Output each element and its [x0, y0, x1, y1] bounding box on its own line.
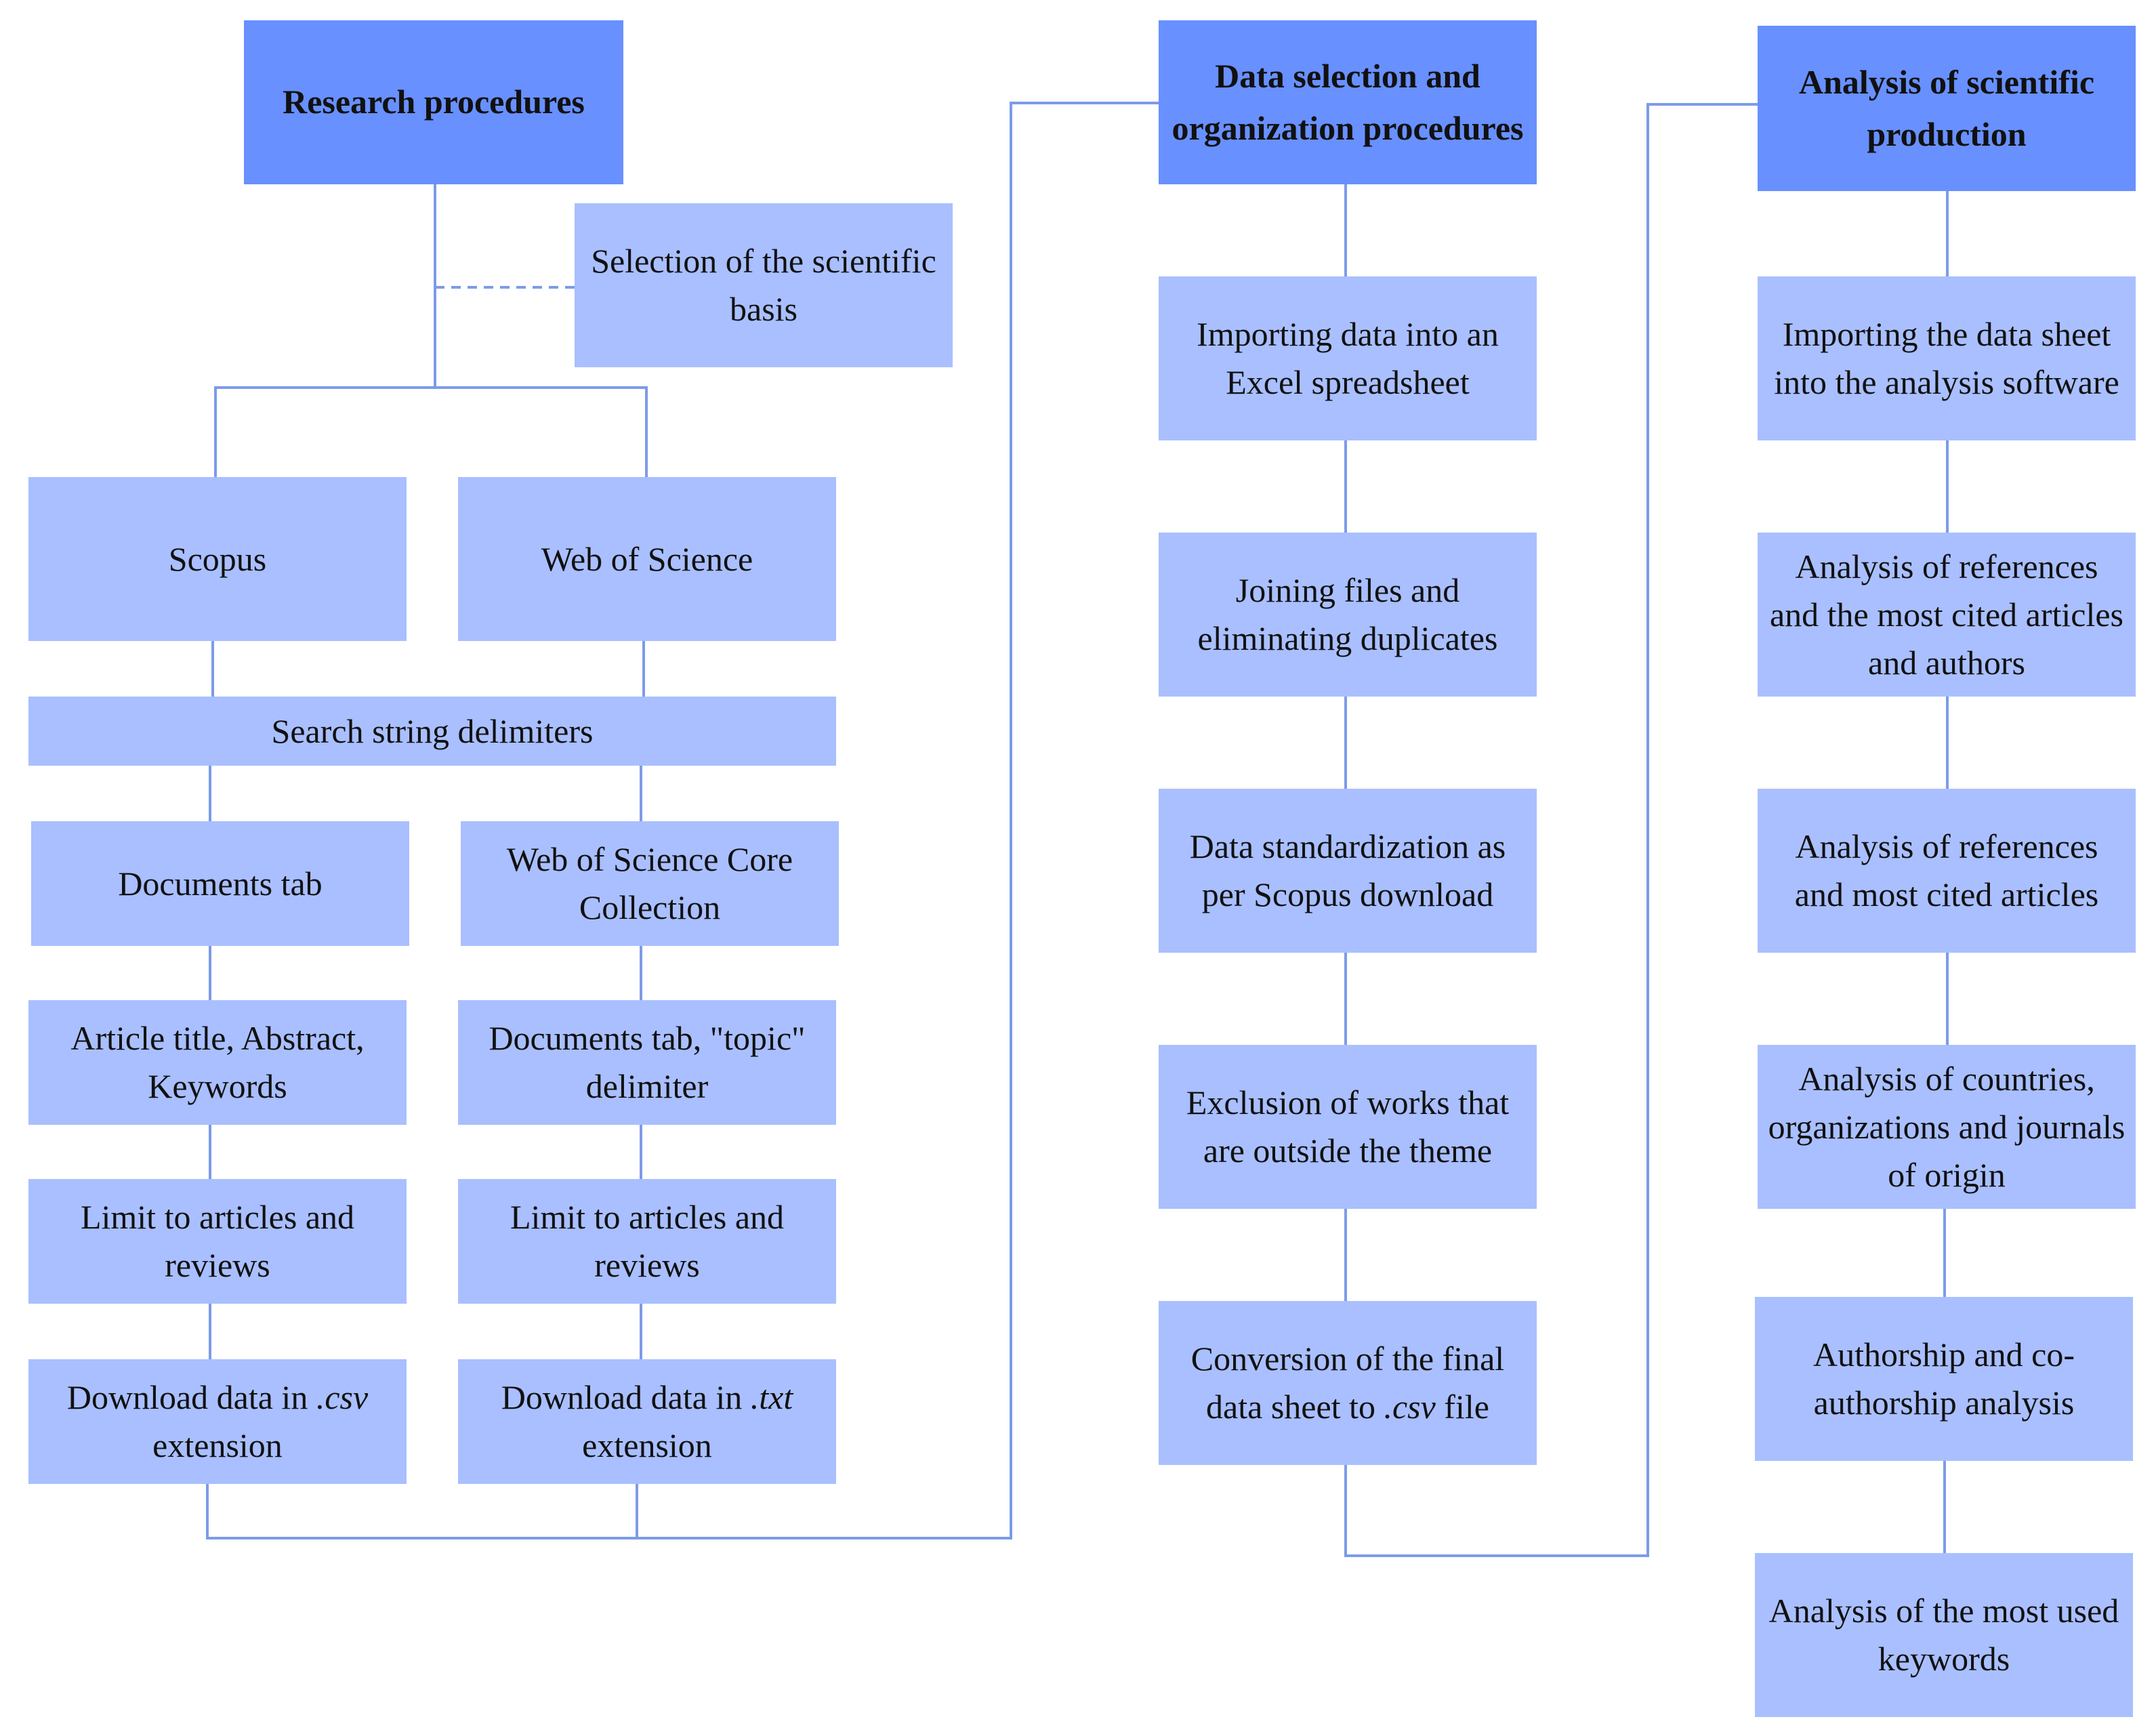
wos-download-prefix: Download data in: [501, 1378, 751, 1416]
countries-organizations-box: Analysis of countries, organizations and…: [1758, 1045, 2136, 1209]
scopus-search-fields-box: Article title, Abstract, Keywords: [28, 1000, 407, 1125]
import-analysis-software-text: Importing the data sheet into the analys…: [1774, 315, 2119, 401]
standardization-text: Data standardization as per Scopus downl…: [1189, 827, 1506, 913]
authorship-text: Authorship and co-authorship analysis: [1812, 1336, 2075, 1422]
data-selection-header: Data selection and organization procedur…: [1159, 20, 1537, 184]
import-analysis-software-box: Importing the data sheet into the analys…: [1758, 276, 2136, 440]
scopus-download-suffix: extension: [152, 1426, 283, 1464]
import-excel-box: Importing data into an Excel spreadsheet: [1159, 276, 1537, 440]
scopus-limit-box: Limit to articles and reviews: [28, 1179, 407, 1304]
analysis-header: Analysis of scientific production: [1758, 26, 2136, 191]
join-files-text: Joining files and eliminating duplicates: [1197, 571, 1498, 657]
selection-of-scientific-basis-box: Selection of the scientific basis: [575, 203, 953, 367]
scopus-download-box: Download data in .csv extension: [28, 1359, 407, 1484]
standardization-box: Data standardization as per Scopus downl…: [1159, 789, 1537, 953]
wos-download-ext: .txt: [750, 1378, 793, 1416]
keywords-text: Analysis of the most used keywords: [1768, 1592, 2119, 1678]
research-procedures-header-text: Research procedures: [283, 83, 585, 121]
references-articles-text: Analysis of references and most cited ar…: [1794, 827, 2099, 913]
research-procedures-header: Research procedures: [244, 20, 623, 184]
scopus-limit-text: Limit to articles and reviews: [80, 1198, 355, 1284]
conversion-text: Conversion of the final data sheet to .c…: [1168, 1335, 1527, 1431]
import-excel-text: Importing data into an Excel spreadsheet: [1197, 315, 1499, 401]
wos-download-suffix: extension: [582, 1426, 712, 1464]
countries-organizations-text: Analysis of countries, organizations and…: [1768, 1059, 2126, 1194]
scopus-documents-tab-text: Documents tab: [118, 864, 323, 903]
search-string-delimiters-text: Search string delimiters: [271, 711, 594, 750]
scopus-download-prefix: Download data in: [66, 1378, 316, 1416]
scopus-search-fields-text: Article title, Abstract, Keywords: [70, 1019, 365, 1105]
references-articles-box: Analysis of references and most cited ar…: [1758, 789, 2136, 953]
scopus-download-ext: .csv: [316, 1378, 369, 1416]
keywords-box: Analysis of the most used keywords: [1755, 1553, 2133, 1717]
conversion-suffix: file: [1435, 1388, 1489, 1426]
scopus-documents-tab-box: Documents tab: [31, 821, 409, 946]
wos-core-collection-text: Web of Science Core Collection: [506, 840, 793, 926]
conversion-prefix: Conversion of the final data sheet to: [1190, 1340, 1505, 1426]
analysis-header-text: Analysis of scientific production: [1798, 62, 2095, 154]
data-selection-header-text: Data selection and organization procedur…: [1172, 56, 1524, 148]
wos-topic-delimiter-box: Documents tab, "topic" delimiter: [458, 1000, 836, 1125]
scopus-box: Scopus: [28, 477, 407, 641]
wos-topic-delimiter-text: Documents tab, "topic" delimiter: [489, 1019, 806, 1105]
conversion-box: Conversion of the final data sheet to .c…: [1159, 1301, 1537, 1465]
exclusion-box: Exclusion of works that are outside the …: [1159, 1045, 1537, 1209]
web-of-science-box: Web of Science: [458, 477, 836, 641]
scopus-text: Scopus: [168, 539, 267, 578]
references-authors-text: Analysis of references and the most cite…: [1769, 547, 2124, 682]
authorship-box: Authorship and co-authorship analysis: [1755, 1297, 2133, 1461]
wos-limit-text: Limit to articles and reviews: [510, 1198, 785, 1284]
search-string-delimiters-box: Search string delimiters: [28, 697, 836, 766]
scopus-download-text: Download data in .csv extension: [38, 1373, 397, 1470]
conversion-ext: .csv: [1384, 1388, 1436, 1426]
web-of-science-text: Web of Science: [541, 539, 753, 578]
references-authors-box: Analysis of references and the most cite…: [1758, 533, 2136, 697]
selection-of-scientific-basis-text: Selection of the scientific basis: [591, 242, 936, 328]
wos-download-box: Download data in .txt extension: [458, 1359, 836, 1484]
wos-core-collection-box: Web of Science Core Collection: [461, 821, 839, 946]
wos-download-text: Download data in .txt extension: [468, 1373, 827, 1470]
exclusion-text: Exclusion of works that are outside the …: [1186, 1083, 1510, 1170]
wos-limit-box: Limit to articles and reviews: [458, 1179, 836, 1304]
join-files-box: Joining files and eliminating duplicates: [1159, 533, 1537, 697]
